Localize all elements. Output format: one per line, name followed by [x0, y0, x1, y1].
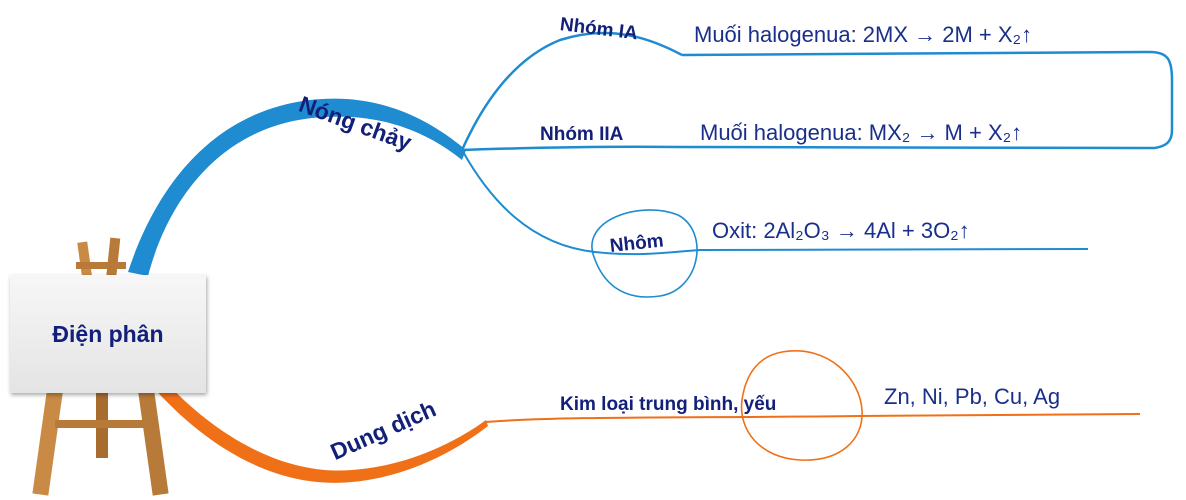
root-node: Điện phân — [10, 275, 206, 393]
leaf-nhom: Oxit: 2Al₂O₃ → 4Al + 3O₂↑ — [712, 218, 970, 243]
sub-label-kim-loai: Kim loại trung bình, yếu — [560, 394, 777, 415]
leaf-nhom-iia: Muối halogenua: MX₂ → M + X₂↑ — [700, 120, 1023, 145]
leaf-kim-loai: Zn, Ni, Pb, Cu, Ag — [884, 384, 1061, 409]
branch-dung-dich-line — [152, 380, 488, 483]
sub-label-nhom-iia: Nhóm IIA — [540, 124, 624, 145]
branch-nong-chay-line — [128, 98, 466, 277]
leaf-nhom-ia: Muối halogenua: 2MX → 2M + X₂↑ — [694, 22, 1033, 47]
root-label: Điện phân — [52, 320, 164, 347]
